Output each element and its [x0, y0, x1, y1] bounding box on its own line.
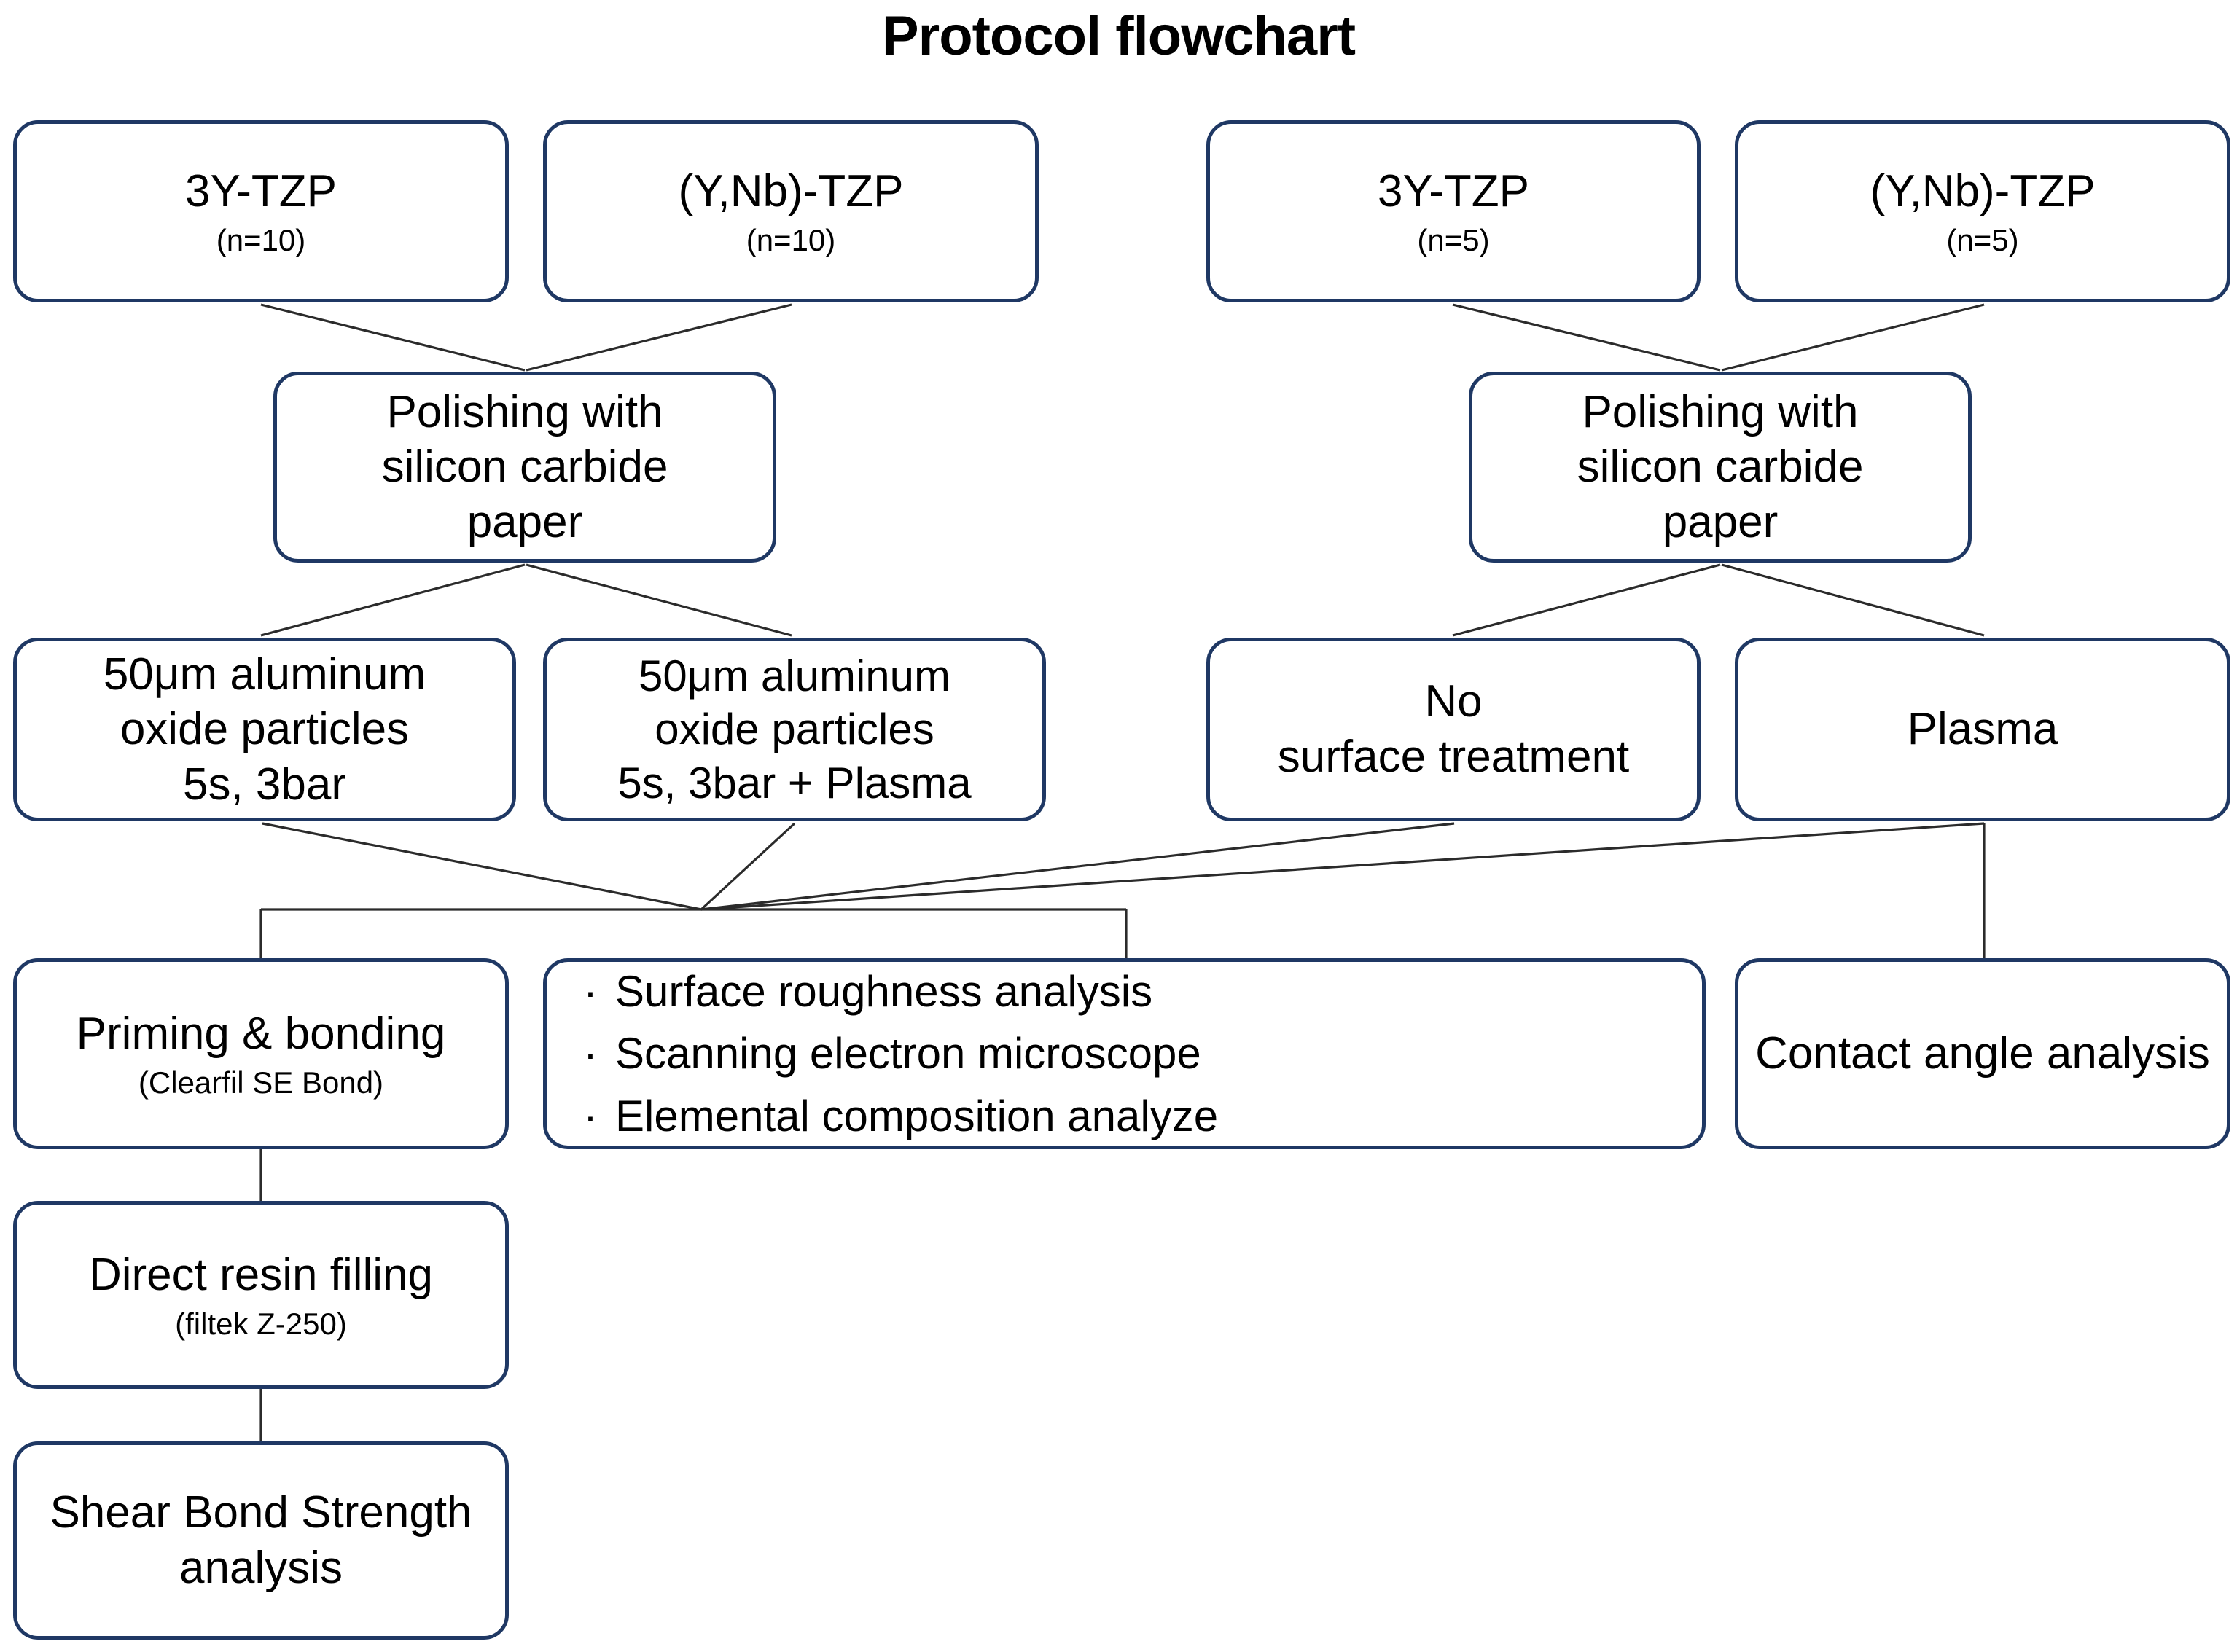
edge-plasma-to-hub [700, 822, 1985, 911]
node-line-2: analysis [179, 1543, 343, 1593]
node-title: (Y,Nb)-TZP [1870, 165, 2096, 216]
node-line-3: paper [466, 496, 583, 547]
edge-polishleft-to-aloxleft [260, 563, 526, 637]
node-line-1: 50μm aluminum [103, 649, 426, 700]
bullet-icon: · [583, 967, 598, 1017]
node-title: (Y,Nb)-TZP [678, 165, 904, 216]
edge-aloxleft-to-hub [262, 822, 702, 911]
edge-polishleft-to-aloxright [526, 563, 792, 637]
node-ynb-tzp-n10[interactable]: (Y,Nb)-TZP (n=10) [543, 120, 1039, 302]
node-priming-and-bonding[interactable]: Priming & bonding (Clearfil SE Bond) [13, 958, 509, 1149]
node-3y-tzp-n10[interactable]: 3Y-TZP (n=10) [13, 120, 509, 302]
node-line-1: Polishing with [386, 386, 663, 437]
node-polishing-left[interactable]: Polishing with silicon carbide paper [273, 372, 776, 563]
node-direct-resin-filling[interactable]: Direct resin filling (filtek Z-250) [13, 1201, 509, 1389]
node-line-1: Polishing with [1582, 386, 1859, 437]
edge-polishright-to-nosurface [1452, 563, 1721, 637]
list-item-label: Surface roughness analysis [615, 967, 1153, 1017]
node-line-3: 5s, 3bar + Plasma [617, 758, 972, 807]
edge-3ytzp5-to-polishright [1452, 303, 1721, 372]
list-item-label: Elemental composition analyze [615, 1091, 1219, 1140]
node-title: 3Y-TZP [185, 165, 337, 216]
page-title: Protocol flowchart [881, 5, 1356, 67]
node-subtitle: (n=10) [746, 223, 836, 258]
node-alumina-blasting[interactable]: 50μm aluminum oxide particles 5s, 3bar [13, 638, 516, 821]
node-line-1: Shear Bond Strength [50, 1487, 472, 1538]
node-line-1: Plasma [1907, 704, 2058, 755]
node-line-2: surface treatment [1277, 732, 1630, 782]
bullet-icon: · [583, 1091, 598, 1140]
node-subtitle: (n=5) [1417, 223, 1490, 258]
node-title: Direct resin filling [88, 1249, 434, 1300]
edge-ynbtzp5-to-polishright [1721, 303, 1985, 372]
node-ynb-tzp-n5[interactable]: (Y,Nb)-TZP (n=5) [1735, 120, 2230, 302]
edge-polishright-to-plasma [1721, 563, 1985, 637]
node-subtitle: (n=10) [216, 223, 306, 258]
node-line-3: paper [1662, 496, 1779, 547]
node-contact-angle-analysis[interactable]: Contact angle analysis [1735, 958, 2230, 1149]
node-line-2: silicon carbide [381, 442, 668, 493]
analysis-list: · Surface roughness analysis · Scanning el… [583, 960, 1218, 1147]
bullet-icon: · [583, 1029, 598, 1079]
node-title: 3Y-TZP [1378, 165, 1529, 216]
node-3y-tzp-n5[interactable]: 3Y-TZP (n=5) [1206, 120, 1701, 302]
edge-ynbtzp10-to-polishleft [526, 303, 792, 372]
node-shear-bond-strength-analysis[interactable]: Shear Bond Strength analysis [13, 1441, 509, 1640]
node-line-1: No [1424, 676, 1483, 727]
node-plasma[interactable]: Plasma [1735, 638, 2230, 821]
node-surface-analyses[interactable]: · Surface roughness analysis · Scanning el… [543, 958, 1706, 1149]
edge-3ytzp10-to-polishleft [260, 303, 526, 372]
edge-nosurface-to-hub [700, 822, 1455, 911]
node-line-2: oxide particles [120, 704, 410, 755]
node-line-3: 5s, 3bar [182, 759, 346, 810]
node-subtitle: (filtek Z-250) [175, 1307, 347, 1342]
list-item-label: Scanning electron microscope [615, 1029, 1201, 1079]
node-line-2: oxide particles [655, 705, 934, 754]
node-no-surface-treatment[interactable]: No surface treatment [1206, 638, 1701, 821]
node-title: Priming & bonding [76, 1008, 446, 1059]
list-item: · Scanning electron microscope [583, 1022, 1218, 1084]
list-item: · Elemental composition analyze [583, 1085, 1218, 1147]
node-alumina-blasting-plasma[interactable]: 50μm aluminum oxide particles 5s, 3bar +… [543, 638, 1046, 821]
node-line-1: Contact angle analysis [1755, 1028, 2210, 1079]
node-line-1: 50μm aluminum [638, 651, 951, 701]
node-subtitle: (Clearfil SE Bond) [138, 1065, 384, 1100]
list-item: · Surface roughness analysis [583, 960, 1218, 1022]
node-line-2: silicon carbide [1577, 442, 1864, 493]
node-polishing-right[interactable]: Polishing with silicon carbide paper [1469, 372, 1972, 563]
node-subtitle: (n=5) [1946, 223, 2019, 258]
edge-aloxright-to-hub [700, 822, 796, 911]
